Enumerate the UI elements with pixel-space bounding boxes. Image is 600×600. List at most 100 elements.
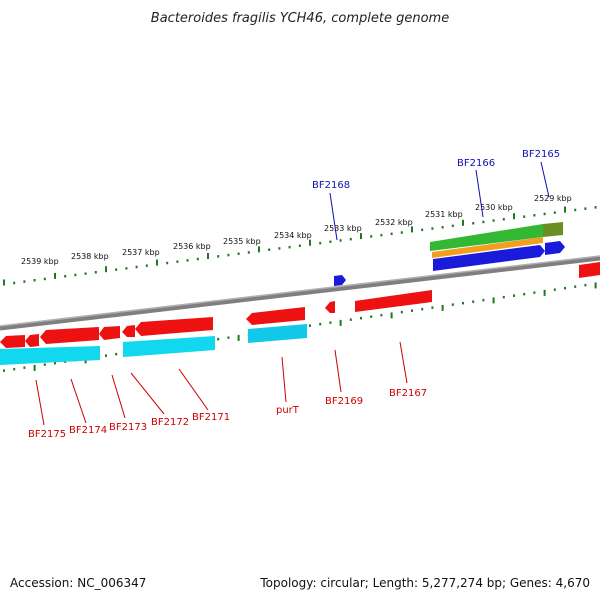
gene-bf2171[interactable] [135,317,213,336]
inner-minor-tick [217,337,220,341]
leader-purT [281,356,287,403]
gene-bf2175a[interactable] [25,334,39,347]
inner-minor-tick [23,366,26,369]
gene-bf2169[interactable] [325,301,335,313]
outer-minor-tick [472,222,475,225]
outer-minor-tick [166,261,169,265]
outer-minor-tick [268,248,271,251]
gene-bf2166-blue[interactable] [433,245,545,271]
footer-accession: Accession: NC_006347 [10,576,146,590]
outer-minor-tick [502,218,505,221]
gene-bf2173[interactable] [99,326,120,340]
gene-bf2166-orange[interactable] [432,237,543,258]
label-bf2173[interactable]: BF2173 [109,422,147,433]
inner-minor-tick [329,321,332,324]
outer-minor-tick [390,232,393,236]
inner-minor-tick [349,318,352,321]
outer-minor-tick [441,226,444,229]
inner-minor-tick [523,292,526,296]
gene-bf2167[interactable] [355,290,432,312]
leader-bf2172 [130,372,165,415]
outer-tick-row [3,206,597,286]
outer-minor-tick [400,231,403,234]
outer-minor-tick [125,267,128,270]
label-bf2175[interactable]: BF2175 [28,429,66,440]
label-bf2168[interactable]: BF2168 [312,180,350,191]
outer-major-tick [207,253,209,259]
gene-bf2175b[interactable] [0,335,25,348]
label-bf2174[interactable]: BF2174 [69,425,107,436]
tick-label-2532: 2532 kbp [375,218,413,227]
label-bf2167[interactable]: BF2167 [389,388,427,399]
leader-bf2173 [111,374,126,419]
feature-bf2174-cyan[interactable] [0,346,100,365]
tick-label-2531: 2531 kbp [425,210,463,219]
gene-bf2168-blue[interactable] [334,275,346,286]
gene-red-right-edge[interactable] [579,262,600,278]
outer-minor-tick [176,260,179,263]
inner-minor-tick [584,283,587,287]
tick-label-2530: 2530 kbp [475,203,513,212]
outer-minor-tick [298,244,301,247]
gene-bf2166-green[interactable] [430,224,543,251]
inner-minor-tick [482,298,485,302]
outer-major-tick [462,219,464,226]
outer-minor-tick [523,215,526,218]
gene-bf2174[interactable] [40,327,99,344]
outer-major-tick [513,213,515,220]
label-bf2172[interactable]: BF2172 [151,417,189,428]
outer-minor-tick [380,233,383,237]
inner-minor-tick [370,315,373,318]
gene-bf2172[interactable] [122,325,135,337]
outer-minor-tick [94,271,97,274]
feature-bf2171-cyan[interactable] [123,336,215,357]
gene-bf2165-blue[interactable] [545,241,565,255]
gene-purT-red[interactable] [246,307,305,325]
outer-minor-tick [319,241,322,245]
outer-minor-tick [217,255,220,258]
inner-major-tick [543,289,546,296]
label-bf2166[interactable]: BF2166 [457,158,495,169]
inner-minor-tick [380,313,383,317]
label-bf2171[interactable]: BF2171 [192,412,230,423]
outer-minor-tick [43,277,46,281]
outer-minor-tick [492,219,495,222]
gene-bf2165-olive[interactable] [543,222,563,237]
feature-purT-cyan[interactable] [248,324,307,343]
inner-minor-tick [13,367,16,371]
label-bf2169[interactable]: BF2169 [325,396,363,407]
outer-minor-tick [278,247,281,250]
inner-minor-tick [431,306,434,309]
inner-minor-tick [533,291,536,294]
inner-minor-tick [502,295,505,299]
inner-minor-tick [54,361,56,365]
outer-minor-tick [431,227,434,230]
outer-minor-tick [329,240,332,243]
outer-minor-tick [584,207,587,210]
tick-label-2537: 2537 kbp [122,248,160,257]
inner-minor-tick [462,301,464,305]
tick-label-2534: 2534 kbp [274,231,312,240]
inner-minor-tick [319,322,322,326]
inner-major-tick [339,319,342,326]
outer-minor-tick [33,279,36,282]
inner-minor-tick [553,288,556,291]
outer-minor-tick [135,265,138,269]
outer-minor-tick [23,280,26,283]
outer-minor-tick [237,252,240,255]
inner-minor-tick [513,294,515,297]
label-purT[interactable]: purT [276,405,300,416]
outer-minor-tick [594,206,597,209]
outer-minor-tick [115,268,118,271]
leader-bf2166 [475,169,484,218]
outer-minor-tick [227,253,230,257]
label-bf2165[interactable]: BF2165 [522,149,560,160]
leader-bf2171 [178,368,209,411]
inner-minor-tick [360,316,362,320]
inner-major-tick [33,364,36,371]
inner-minor-tick [451,303,454,306]
outer-minor-tick [84,272,87,275]
inner-minor-tick [43,363,46,366]
inner-minor-tick [227,336,230,339]
